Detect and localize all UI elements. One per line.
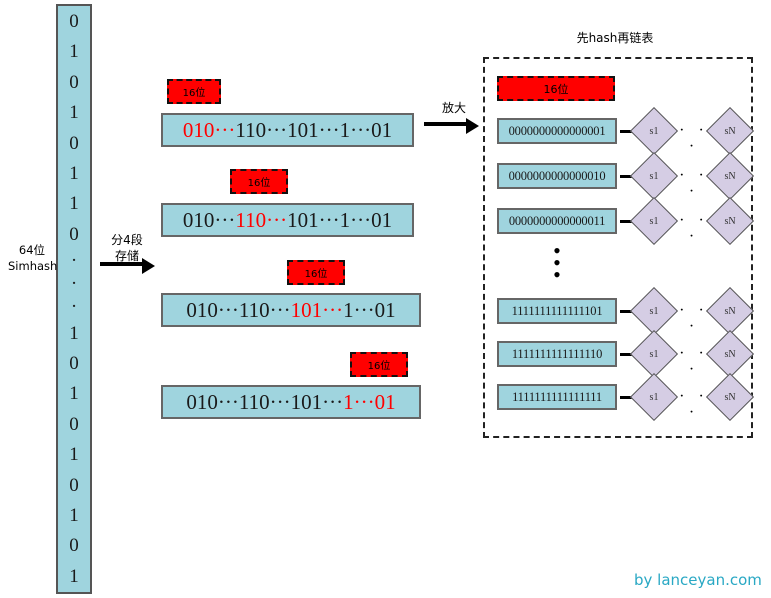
segment-part: 110 <box>235 207 267 232</box>
bit-value: 0 <box>69 11 79 32</box>
ellipsis-dot: • <box>553 238 561 263</box>
segment-row-0: 010···110···101···1···01 <box>161 113 414 147</box>
segment-part: 010 <box>182 117 215 142</box>
hash-bucket-row: 1111111111111101 <box>497 298 617 324</box>
tag-16bit-row-3: 16位 <box>350 352 408 377</box>
segment-part: ··· <box>353 389 375 414</box>
panel-vertical-ellipsis: ••• <box>547 238 567 288</box>
segment-part: ··· <box>350 117 372 142</box>
segment-part: 01 <box>371 207 393 232</box>
segment-part: 01 <box>374 389 396 414</box>
segment-part: 1 <box>339 207 351 232</box>
segment-part: 101 <box>287 117 319 142</box>
segment-part: ··· <box>318 207 340 232</box>
arrow-split-line <box>100 262 144 266</box>
bit-value: 1 <box>69 505 79 527</box>
arrow-zoom-head-icon <box>466 118 479 134</box>
chain-ellipsis: · · · <box>679 122 709 155</box>
segment-part: 010 <box>186 389 218 414</box>
segment-part: ··· <box>217 297 239 322</box>
tag-16bit-row-1: 16位 <box>230 169 288 194</box>
hash-bucket-row: 0000000000000010 <box>497 163 617 189</box>
arrow-split-head-icon <box>142 258 155 274</box>
segment-row-2: 010···110···101···1···01 <box>161 293 421 327</box>
segment-part: ··· <box>266 117 288 142</box>
bit-value: 0 <box>69 353 79 375</box>
bit-value: 1 <box>69 102 79 124</box>
bit-value: 0 <box>69 535 79 557</box>
segment-part: ··· <box>217 389 239 414</box>
segment-row-3: 010···110···101···1···01 <box>161 385 421 419</box>
bit-value: 0 <box>69 413 79 435</box>
chain-ellipsis: · · · <box>679 345 709 378</box>
segment-part: 1 <box>343 297 354 322</box>
segment-part: 01 <box>371 117 393 142</box>
hash-linkedlist-panel <box>483 57 753 438</box>
tag-16bit-row-2: 16位 <box>287 260 345 285</box>
segment-part: 110 <box>238 389 270 414</box>
segment-part: 101 <box>290 389 323 414</box>
segment-part: ··· <box>350 207 372 232</box>
bit-value: 1 <box>69 444 79 466</box>
hash-bucket-row: 0000000000000011 <box>497 208 617 234</box>
segment-part: 1 <box>339 117 351 142</box>
segment-part: 110 <box>238 297 270 322</box>
hash-bucket-row: 1111111111111111 <box>497 384 617 410</box>
segment-part: ··· <box>269 389 291 414</box>
ellipsis-dot: • <box>553 262 561 288</box>
panel-title: 先hash再链表 <box>576 31 654 45</box>
bit-ellipsis: · <box>70 295 78 317</box>
segment-part: 010 <box>182 207 215 232</box>
bit-value: 1 <box>69 193 79 215</box>
watermark-credit: by lanceyan.com <box>634 571 762 589</box>
hash-bucket-row: 1111111111111110 <box>497 341 617 367</box>
label-64bit-simhash: 64位 Simhash <box>8 243 58 273</box>
segment-part: 110 <box>235 117 267 142</box>
bit-value: 1 <box>69 383 79 405</box>
segment-row-1: 010···110···101···1···01 <box>161 203 414 237</box>
segment-part: ··· <box>269 297 291 322</box>
segment-part: ··· <box>214 117 236 142</box>
bit-value: 0 <box>69 474 79 496</box>
label-zoom-in: 放大 <box>441 101 466 115</box>
ellipsis-dot: • <box>553 250 561 276</box>
segment-part: ··· <box>322 297 344 322</box>
chain-ellipsis: · · · <box>679 302 709 335</box>
bit-value: 1 <box>69 163 79 185</box>
label-split-4-segments: 分4段 存储 <box>111 233 143 264</box>
bit-ellipsis: · <box>70 250 78 272</box>
segment-part: ··· <box>214 207 236 232</box>
segment-part: ··· <box>322 389 344 414</box>
tag-16bit-row-0: 16位 <box>167 79 221 104</box>
bit-value: 1 <box>69 41 79 63</box>
bit-value: 1 <box>69 565 79 587</box>
segment-part: 010 <box>186 297 218 322</box>
bit-value: 0 <box>69 132 79 154</box>
segment-part: 1 <box>343 389 354 414</box>
chain-ellipsis: · · · <box>679 167 709 200</box>
arrow-zoom-line <box>424 122 468 126</box>
bit-value: 1 <box>69 322 79 344</box>
bit-value: 0 <box>69 223 79 245</box>
segment-part: ··· <box>266 207 288 232</box>
segment-part: 101 <box>287 207 319 232</box>
chain-ellipsis: · · · <box>679 212 709 245</box>
segment-part: ··· <box>318 117 340 142</box>
segment-part: 101 <box>290 297 323 322</box>
segment-part: 01 <box>374 297 396 322</box>
segment-part: ··· <box>353 297 375 322</box>
bit-ellipsis: · <box>70 273 78 295</box>
chain-ellipsis: · · · <box>679 388 709 421</box>
tag-16bit-panel: 16位 <box>497 76 615 101</box>
hash-bucket-row: 0000000000000001 <box>497 118 617 144</box>
bit-value: 0 <box>69 71 79 93</box>
